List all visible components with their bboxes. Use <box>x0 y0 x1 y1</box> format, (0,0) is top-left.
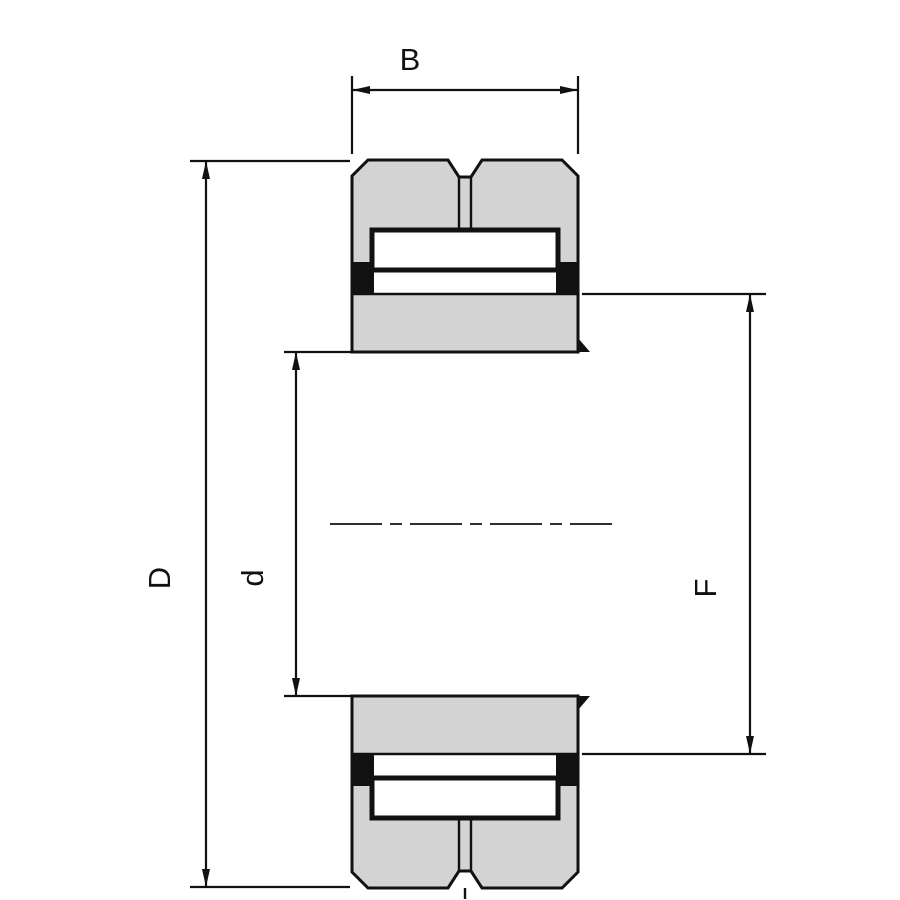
cage-rib-top-left <box>352 262 374 294</box>
cage-rib-top-right <box>556 262 578 294</box>
cage-rib-bottom-left <box>352 754 374 786</box>
dim-label-bore: d <box>235 569 270 586</box>
needle-roller-bottom <box>369 775 561 821</box>
dim-label-b: B <box>400 42 421 77</box>
inner-ring-chamfer-top <box>578 338 590 352</box>
inner-ring-chamfer-bottom <box>578 696 590 710</box>
needle-roller-top <box>369 227 561 273</box>
dim-label-f: F <box>688 579 723 598</box>
cage-rib-bottom-right <box>556 754 578 786</box>
dim-label-d-outer: D <box>142 567 177 589</box>
